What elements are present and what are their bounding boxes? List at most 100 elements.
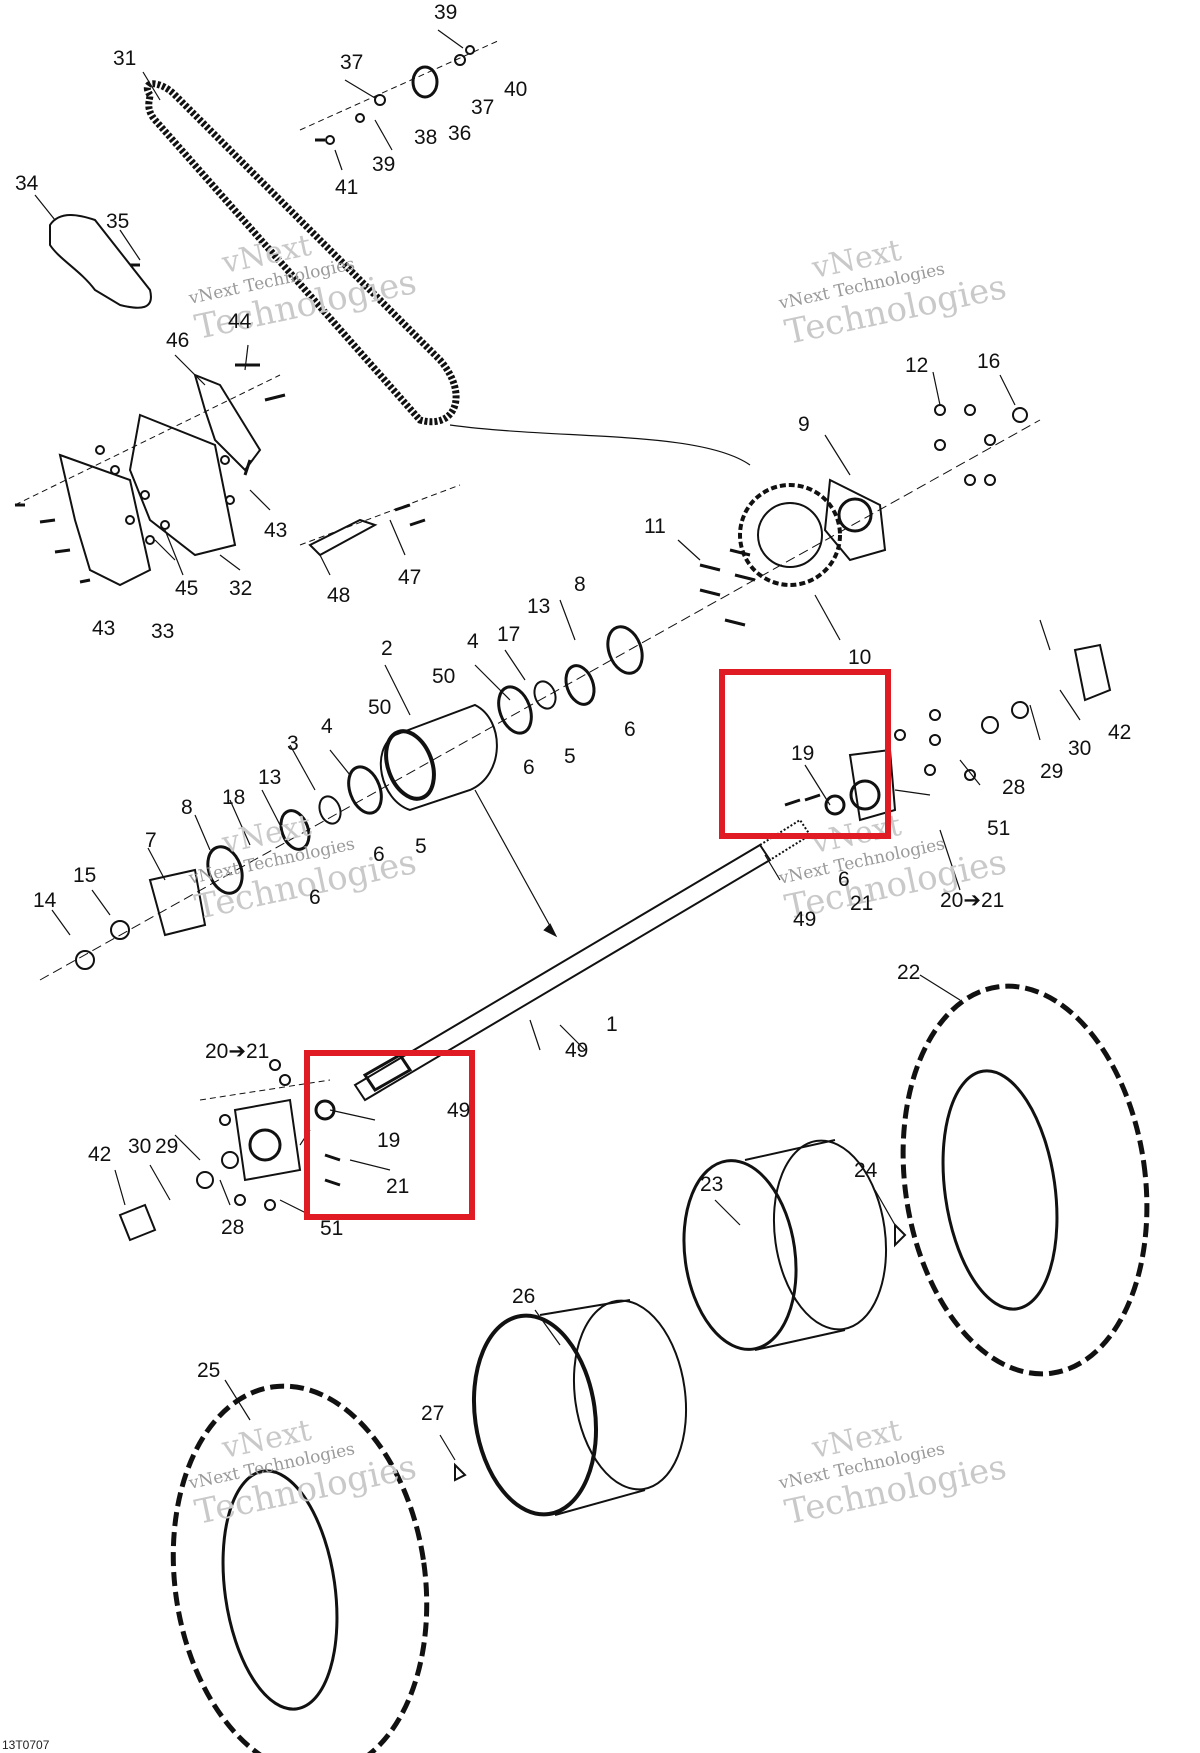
part-label: 5 [415,835,427,858]
part-label: 8 [181,796,193,819]
part-label: 4 [321,715,333,738]
highlight-box-right-hub [719,669,891,839]
bearing [497,685,533,735]
part-label: 31 [113,47,137,70]
tensioner-bracket [128,413,237,557]
part-label: 21 [386,1175,410,1198]
sprocket [738,483,842,587]
part-label: 8 [574,573,586,596]
part-label: 19 [791,742,815,765]
part-label: 1 [606,1013,618,1036]
part-label: 43 [92,617,116,640]
part-label: 41 [335,176,359,199]
part-label: 25 [197,1359,221,1382]
part-label: 49 [565,1039,589,1062]
part-label: 24 [854,1159,878,1182]
rim-26 [471,1299,688,1517]
part-label: 12 [905,354,929,377]
part-label: 28 [221,1216,245,1239]
part-label: 3 [287,732,299,755]
part-label: 2 [381,637,393,660]
chain-guide-bar [308,518,378,557]
mount-plate [58,453,152,587]
drawing-reference: 13T0707 [2,1738,50,1752]
part-label: 50 [432,665,456,688]
seal [279,809,311,851]
part-label: 43 [264,519,288,542]
wheel-hub-right [848,748,897,822]
part-label: 49 [447,1099,471,1122]
part-label: 39 [372,153,396,176]
drive-chain [144,80,460,426]
part-label: 7 [145,829,157,852]
part-label: 51 [320,1217,344,1240]
part-label: 11 [644,515,666,538]
part-label: 6 [624,718,636,741]
wheel-hub-left [233,1098,302,1182]
part-label: 6 [309,886,321,909]
upper-bracket [193,373,262,472]
hub-cap [118,1203,157,1242]
part-label: 32 [229,577,253,600]
bearing-8 [606,625,644,675]
part-label: 6 [373,843,385,866]
part-label: 46 [166,329,190,352]
part-label: 15 [73,864,97,887]
part-label: 40 [504,78,528,101]
part-label: 36 [448,122,472,145]
part-label: 17 [497,623,521,646]
part-label: 16 [977,350,1001,373]
part-label: 38 [414,126,438,149]
valve-stem [454,1462,467,1482]
part-label: 51 [987,817,1011,840]
part-label: 13 [258,766,282,789]
tire-right [900,983,1150,1377]
part-label: 20➔21 [205,1040,270,1063]
part-label: 5 [564,745,576,768]
part-label: 47 [398,566,422,589]
part-label: 10 [848,646,872,669]
seal [564,664,596,706]
part-label: 20➔21 [940,889,1005,912]
idler-roller [411,65,439,99]
part-label: 6 [523,756,535,779]
part-label: 48 [327,584,351,607]
chain-guide [49,214,152,309]
part-label: 14 [33,889,57,912]
part-label: 6 [838,868,850,891]
part-label: 27 [421,1402,445,1425]
axle-housing [379,703,498,812]
part-label: 4 [467,630,479,653]
rim-23 [682,1139,888,1351]
part-label: 35 [106,210,130,233]
sprocket-hub [823,478,887,562]
part-label: 29 [155,1135,179,1158]
part-label: 29 [1040,760,1064,783]
part-label: 37 [340,51,364,74]
valve-stem [894,1222,907,1248]
hub-cap [1073,643,1112,702]
part-label: 34 [15,172,39,195]
part-label: 9 [798,413,810,436]
part-label: 42 [88,1143,112,1166]
part-label: 30 [128,1135,152,1158]
part-label: 26 [512,1285,536,1308]
tire-left [170,1383,430,1753]
part-label: 33 [151,620,175,643]
part-label: 30 [1068,737,1092,760]
bearing [347,765,383,815]
part-label: 18 [222,786,246,809]
part-label: 42 [1108,721,1132,744]
hub-7 [148,868,207,937]
part-label: 21 [850,892,874,915]
highlight-box-left-hub [304,1050,475,1220]
part-label: 49 [793,908,817,931]
bearing-8 [206,845,244,895]
part-label: 50 [368,696,392,719]
part-label: 45 [175,577,199,600]
part-label: 44 [228,310,252,333]
part-label: 19 [377,1129,401,1152]
part-label: 22 [897,961,921,984]
